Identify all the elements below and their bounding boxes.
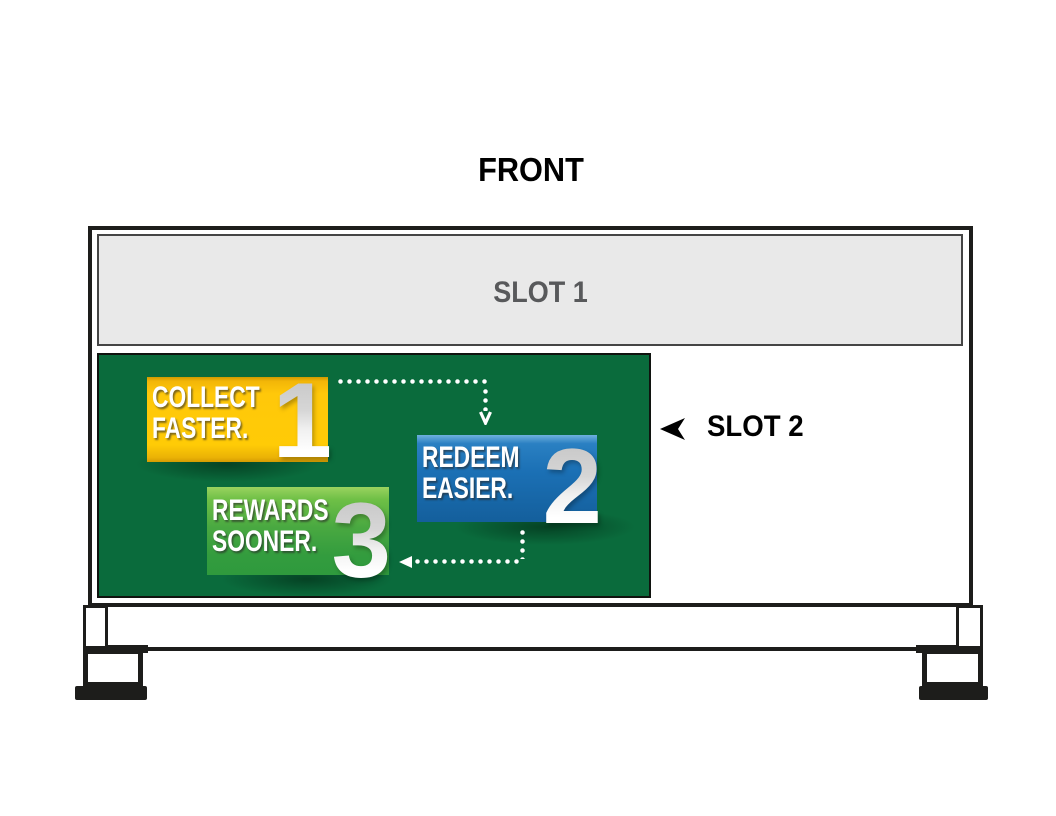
- arrowhead-left-icon: [399, 556, 412, 568]
- flow-arrow-1-2-vertical: [483, 387, 488, 411]
- slot-1-label: SLOT 1: [493, 276, 589, 309]
- badge-collect-faster: COLLECT FASTER. 1: [147, 367, 332, 474]
- arrowhead-down-icon: [479, 411, 492, 425]
- flow-arrow-1-2-horizontal: [336, 379, 488, 384]
- base-shelf-bar: [106, 647, 957, 651]
- left-leg-lower: [83, 649, 143, 687]
- badge-1-text: COLLECT FASTER.: [152, 382, 260, 444]
- badge-2-number: 2: [542, 426, 602, 546]
- left-foot: [75, 686, 147, 700]
- badge-2-line2: EASIER.: [422, 472, 514, 505]
- right-foot: [919, 686, 988, 700]
- page-title: FRONT: [478, 151, 584, 188]
- right-leg-lower: [922, 649, 983, 687]
- badge-3-line1: REWARDS: [212, 494, 329, 527]
- slot-2-label: SLOT 2: [707, 410, 804, 443]
- flow-arrow-2-3-vertical: [520, 528, 525, 559]
- badge-3-text: REWARDS SOONER.: [212, 495, 329, 557]
- badge-3-line2: SOONER.: [212, 525, 318, 558]
- badge-redeem-easier: REDEEM EASIER. 2: [417, 433, 602, 540]
- badge-3-number: 3: [331, 480, 391, 600]
- badge-rewards-sooner: REWARDS SOONER. 3: [207, 487, 391, 594]
- badge-1-number: 1: [272, 360, 332, 480]
- badge-1-line1: COLLECT: [152, 381, 260, 414]
- slot-1-panel: SLOT 1: [97, 234, 963, 346]
- flow-arrow-2-3-horizontal: [413, 559, 523, 564]
- right-leg-upper: [956, 605, 983, 649]
- badge-1-line2: FASTER.: [152, 412, 249, 445]
- left-leg-upper: [83, 605, 108, 649]
- badge-2-text: REDEEM EASIER.: [422, 442, 520, 504]
- badge-2-line1: REDEEM: [422, 441, 520, 474]
- slot-2-arrow-icon: [660, 418, 685, 440]
